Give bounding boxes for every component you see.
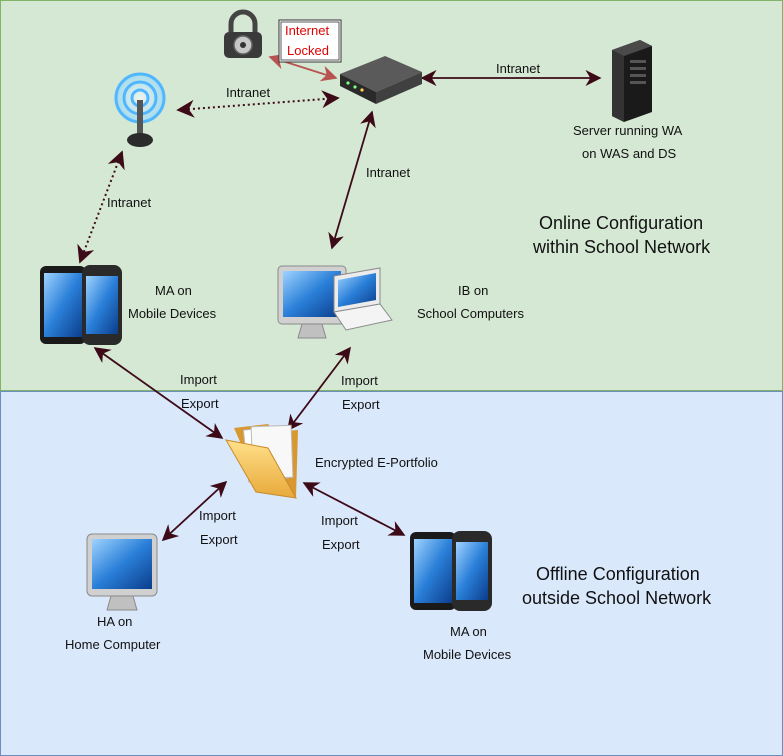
- mobile-offline-label-line1: MA on: [450, 624, 487, 639]
- internet-locked-box: Internet Locked: [278, 19, 342, 63]
- edge-label-import: Import: [199, 508, 236, 523]
- home-computer-label-line2: Home Computer: [65, 637, 161, 652]
- offline-zone-title-line2: outside School Network: [522, 588, 712, 608]
- edge-label-export: Export: [200, 532, 238, 547]
- edge-label-intranet: Intranet: [496, 61, 540, 76]
- edge-portfolio-mobile-offline: [302, 482, 406, 536]
- school-computers-label-line1: IB on: [458, 283, 488, 298]
- internet-locked-line1: Internet: [285, 23, 329, 38]
- edge-label-intranet: Intranet: [366, 165, 410, 180]
- mobile-online-label-line2: Mobile Devices: [128, 306, 217, 321]
- online-zone-title-line2: within School Network: [532, 237, 711, 257]
- server-tower-icon: [612, 40, 652, 122]
- portfolio-label: Encrypted E-Portfolio: [315, 455, 438, 470]
- online-zone-title-line1: Online Configuration: [539, 213, 703, 233]
- edge-label-import: Import: [321, 513, 358, 528]
- padlock-icon: [224, 9, 262, 58]
- home-computer-label-line1: HA on: [97, 614, 132, 629]
- edge-label-export: Export: [181, 396, 219, 411]
- school-computers-label-line2: School Computers: [417, 306, 524, 321]
- edge-wifi-router: [176, 90, 340, 118]
- tablet-phone-icon: [410, 531, 492, 611]
- edge-label-import: Import: [180, 372, 217, 387]
- desktop-laptop-icon: [277, 265, 393, 339]
- desktop-icon: [86, 533, 158, 611]
- wifi-antenna-icon: [114, 72, 166, 147]
- edge-router-school: [328, 110, 376, 250]
- edge-label-intranet: Intranet: [226, 85, 270, 100]
- edge-label-export: Export: [322, 537, 360, 552]
- edge-label-export: Export: [342, 397, 380, 412]
- folder-icon: [225, 424, 298, 499]
- edge-school-portfolio: [287, 346, 351, 432]
- server-label-line1: Server running WA: [573, 123, 683, 138]
- mobile-online-label-line1: MA on: [155, 283, 192, 298]
- edge-mobile-portfolio: [93, 347, 224, 439]
- edge-portfolio-home: [161, 480, 228, 542]
- offline-zone-title-line1: Offline Configuration: [536, 564, 700, 584]
- edge-label-import: Import: [341, 373, 378, 388]
- mobile-offline-label-line2: Mobile Devices: [423, 647, 512, 662]
- internet-locked-line2: Locked: [287, 43, 329, 58]
- server-label-line2: on WAS and DS: [582, 146, 677, 161]
- router-icon: [340, 56, 422, 104]
- tablet-phone-icon: [40, 265, 122, 345]
- edge-label-intranet: Intranet: [107, 195, 151, 210]
